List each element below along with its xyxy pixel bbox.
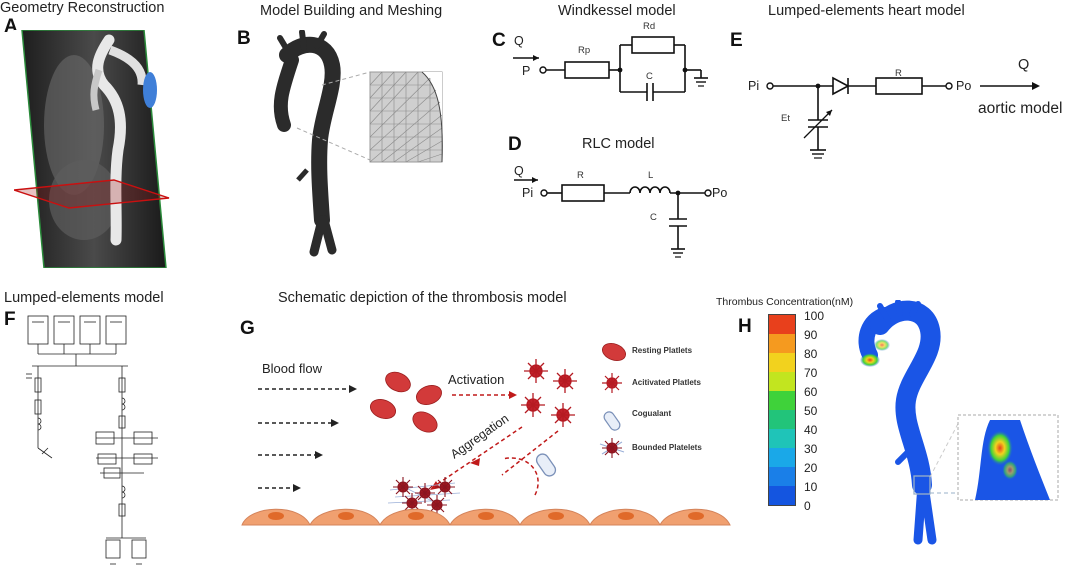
legend-resting-icon: [601, 343, 627, 361]
legend-activated-icon: [602, 373, 622, 393]
panel-e-letter: E: [730, 30, 743, 51]
heart-q-label: Q: [1018, 57, 1030, 73]
panel-g-letter: G: [240, 318, 255, 339]
colorbar-title: Thrombus Concentration(nM): [716, 296, 854, 308]
colorbar-tick-label: 100: [804, 309, 825, 323]
panel-h-letter: H: [738, 316, 752, 337]
colorbar-tick-label: 50: [804, 404, 818, 418]
coagulant: [535, 453, 557, 477]
legend-resting-label: Resting Platlets: [632, 346, 693, 355]
colorbar-segment: [769, 486, 795, 505]
blood-flow-label: Blood flow: [262, 361, 322, 376]
panel-d-letter: D: [508, 134, 522, 155]
colorbar-tick-label: 90: [804, 328, 818, 342]
panel-e-title: Lumped-elements heart model: [768, 3, 965, 19]
mesh-zoom-inset: [369, 71, 443, 163]
panel-b-letter: B: [237, 28, 251, 49]
colorbar-segment: [769, 467, 795, 486]
colorbar-segment: [769, 391, 795, 410]
windkessel-rp-label: Rp: [578, 45, 591, 56]
heart-po-label: Po: [956, 79, 972, 93]
colorbar-segment: [769, 410, 795, 429]
rlc-r-label: R: [577, 170, 584, 181]
aorta-thrombus-model: [858, 300, 1059, 545]
panel-f-letter: F: [4, 309, 16, 330]
windkessel-p-label: P: [522, 64, 531, 78]
activated-platelets: [521, 359, 577, 427]
colorbar-tick-label: 80: [804, 347, 818, 361]
legend-cogualant-label: Cogualant: [632, 409, 672, 418]
thrombus-zoom-inset: [957, 414, 1059, 501]
windkessel-c-label: C: [646, 71, 653, 82]
thrombus-colorbar: [768, 314, 796, 506]
panel-g-title: Schematic depiction of the thrombosis mo…: [278, 290, 567, 306]
legend-activated-label: Acitivated Platlets: [632, 378, 701, 387]
aortic-model-label: aortic model: [978, 100, 1063, 117]
colorbar-segment: [769, 334, 795, 353]
rlc-pi-label: Pi: [522, 186, 534, 200]
panel-f-title: Lumped-elements model: [4, 290, 164, 306]
panel-b-title: Model Building and Meshing: [260, 3, 443, 19]
heart-model-circuit: [766, 76, 1040, 159]
heart-et-label: Et: [781, 113, 790, 124]
colorbar-segment: [769, 448, 795, 467]
ct-scan-image: [14, 30, 174, 268]
colorbar-tick-label: 0: [804, 499, 811, 513]
heart-pi-label: Pi: [748, 79, 760, 93]
bounded-platelets-cluster: [387, 477, 461, 515]
aorta-mesh-model: [273, 30, 443, 257]
panel-c-title: Windkessel model: [558, 3, 676, 19]
panel-c-letter: C: [492, 30, 506, 51]
panel-a-title: Geometry Reconstruction: [0, 0, 165, 16]
rlc-po-label: Po: [712, 186, 728, 200]
thrombosis-schematic: [241, 343, 731, 526]
colorbar-tick-label: 60: [804, 385, 818, 399]
rlc-c-label: C: [650, 212, 657, 223]
colorbar-tick-label: 40: [804, 423, 818, 437]
colorbar-tick-label: 70: [804, 366, 818, 380]
panel-d-title: RLC model: [582, 136, 655, 152]
colorbar-tick-label: 10: [804, 480, 818, 494]
legend-bounded-icon: [599, 438, 625, 458]
windkessel-circuit: [513, 36, 708, 101]
rlc-q-label: Q: [514, 164, 524, 178]
colorbar-segment: [769, 429, 795, 448]
windkessel-rd-label: Rd: [643, 21, 656, 32]
colorbar-tick-label: 20: [804, 461, 818, 475]
legend-bounded-label: Bounded Platelets: [632, 443, 702, 452]
rlc-l-label: L: [648, 170, 654, 181]
heart-r-label: R: [895, 68, 902, 79]
rlc-circuit: [514, 177, 712, 258]
colorbar-segment: [769, 353, 795, 372]
resting-platelets: [370, 371, 442, 433]
colorbar-tick-label: 30: [804, 442, 818, 456]
windkessel-q-label: Q: [514, 34, 524, 48]
colorbar-segment: [769, 315, 795, 334]
zoom-marker: [913, 475, 931, 495]
legend-cogualant-icon: [603, 411, 621, 431]
activation-label: Activation: [448, 372, 505, 387]
lumped-elements-network: [26, 315, 158, 565]
colorbar-segment: [769, 372, 795, 391]
